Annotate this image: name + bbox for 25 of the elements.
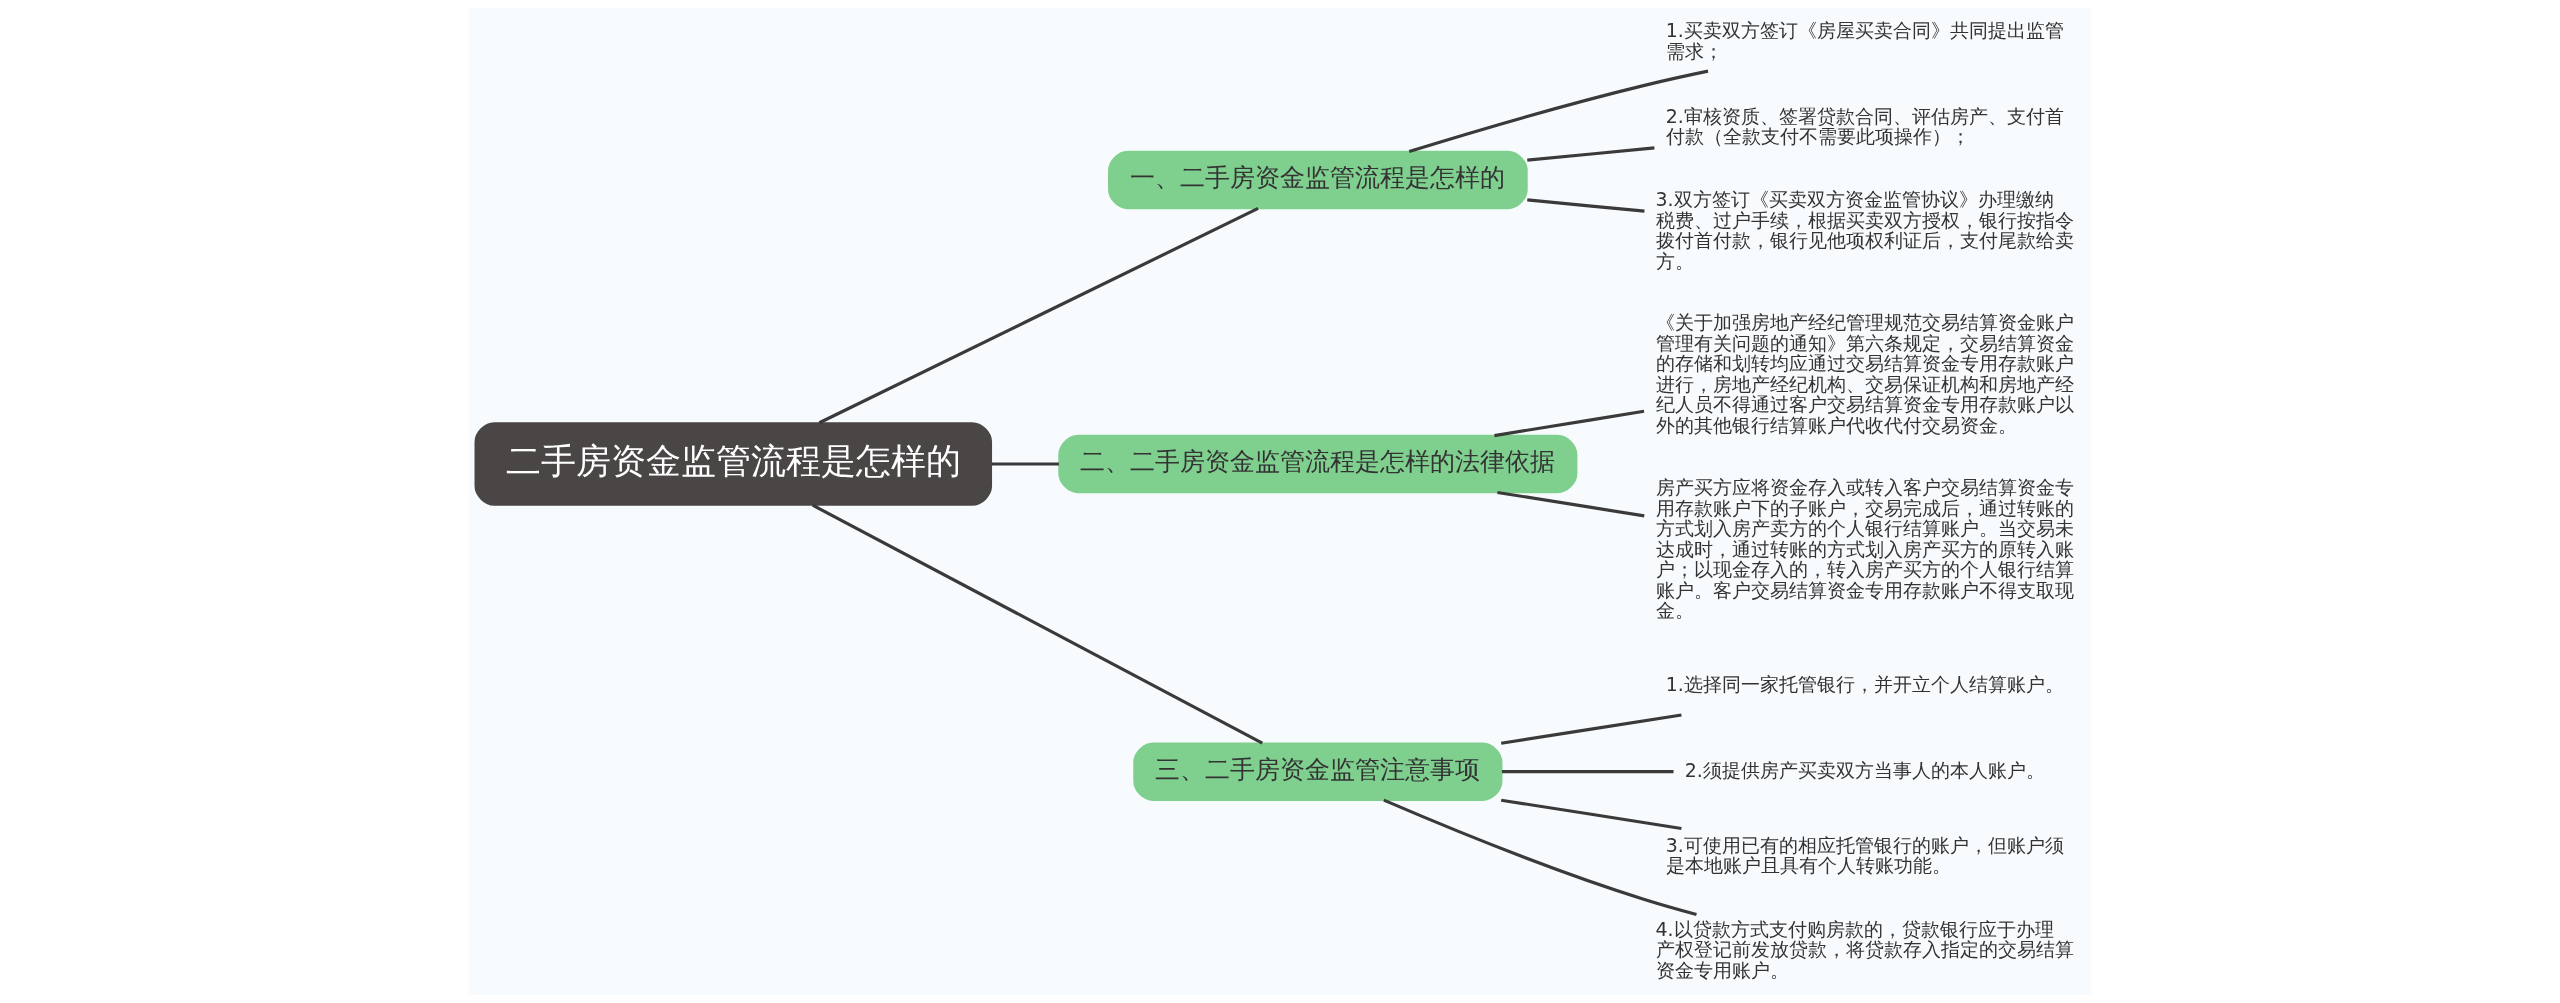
node-text: 4.以贷款方式支付购房款的，贷款银行应于办理产权登记前发放贷款，将贷款存入指定的交易结算资金专用账户。 (1655, 917, 2074, 981)
node-box: 二手房资金监管流程是怎样的 (474, 422, 993, 506)
node-text: 2.须提供房产买卖双方当事人的本人账户。 (1684, 758, 2045, 781)
node-box: 三、二手房资金监管注意事项 (1133, 742, 1503, 801)
connector (1497, 490, 1645, 518)
node-text: 1.选择同一家托管银行，并开立个人结算账户。 (1665, 673, 2064, 696)
connector (811, 503, 1264, 745)
connector (1383, 798, 1697, 916)
node-text: 3.可使用已有的相应托管银行的账户，但账户须是本地账户且具有个人转账功能。 (1665, 833, 2064, 877)
connector (1501, 770, 1674, 774)
node-box: 二、二手房资金监管流程是怎样的法律依据 (1058, 434, 1578, 494)
connector (1527, 146, 1655, 162)
node-text: 3.双方签订《买卖双方资金监管协议》办理缴纳税费、过户手续，根据买卖双方授权，银行按指令拨付首付款，银行见他项权利证后，支付尾款给卖方。 (1655, 188, 2074, 272)
connector (991, 462, 1059, 466)
node-text: 房产买方应将资金存入或转入客户交易结算资金专用存款账户下的子账户，交易完成后，通过转账的方式划入房产卖方的个人银行结算账户。当交易未达成时，通过转账的方式划入房产买方的原转入账户；以现金存入的，转入房产买方的个人银行结算账户。客户交易结算资金专用存款账户不得支取现金。 (1655, 476, 2074, 622)
connector (818, 207, 1259, 425)
node-box: 一、二手房资金监管流程是怎样的 (1108, 150, 1528, 210)
connector (1527, 198, 1645, 213)
node-text: 《关于加强房地产经纪管理规范交易结算资金账户管理有关问题的通知》第六条规定，交易结算资金的存储和划转均应通过交易结算资金专用存款账户进行，房地产经纪机构、交易保证机构和房地产经纪人员不得通过客户交易结算资金专用存款账户以外的其他银行结算账户代收代付交易资金。 (1655, 311, 2074, 436)
connector (1500, 713, 1682, 745)
connector (1494, 409, 1645, 438)
connector (1500, 798, 1682, 830)
node-text: 2.审核资质、签署贷款合同、评估房产、支付首付款（全款支付不需要此项操作）； (1665, 104, 2064, 148)
node-text: 1.买卖双方签订《房屋买卖合同》共同提出监管需求； (1665, 19, 2064, 62)
connector (1408, 69, 1709, 153)
